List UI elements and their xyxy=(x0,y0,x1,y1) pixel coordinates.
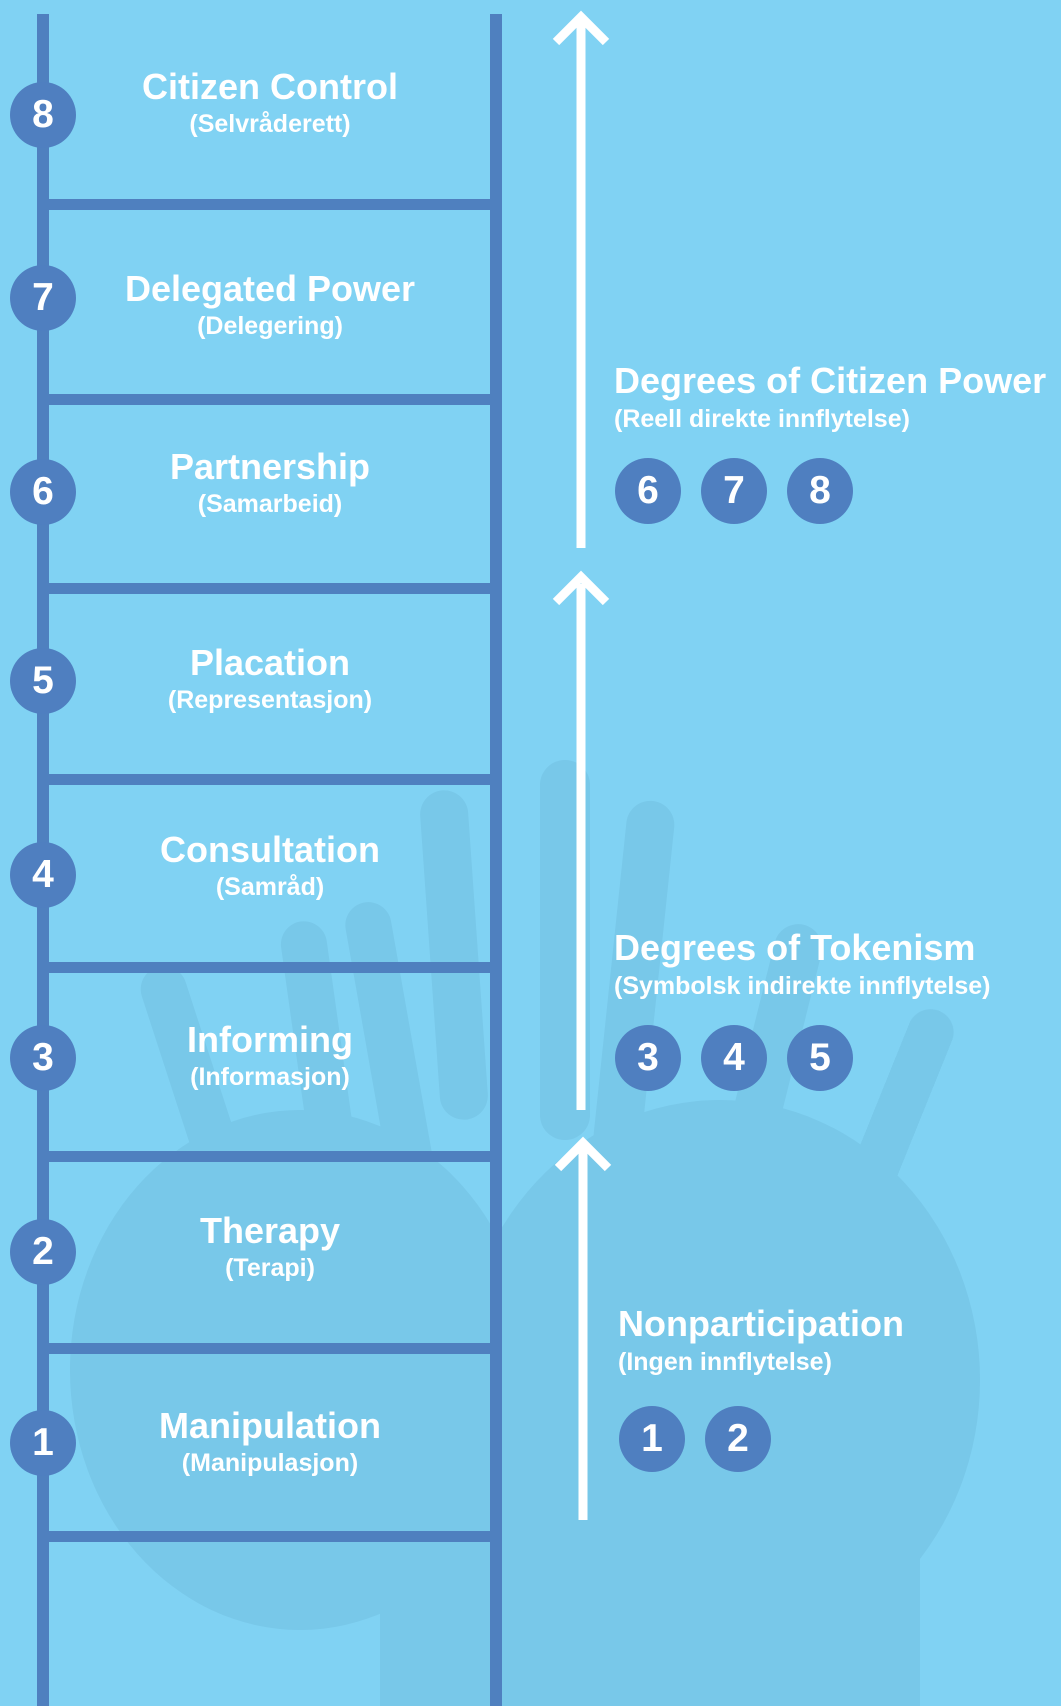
group-badge-3: 3 xyxy=(615,1025,681,1091)
step-number-badge-2: 2 xyxy=(10,1219,76,1285)
group-badges: 1 2 xyxy=(619,1406,904,1472)
group-title: Degrees of Citizen Power xyxy=(614,360,1047,401)
group-badge-7: 7 xyxy=(701,458,767,524)
group-badge-8: 8 xyxy=(787,458,853,524)
group-badge-4: 4 xyxy=(701,1025,767,1091)
group-badges: 6 7 8 xyxy=(615,458,1046,524)
ladder-rung xyxy=(43,583,496,594)
step-title: Placation xyxy=(189,642,351,683)
step-label-informing: Informing (Informasjon) xyxy=(60,1019,480,1093)
step-label-consultation: Consultation (Samråd) xyxy=(60,829,480,903)
step-subtitle: (Selvråderett) xyxy=(189,110,351,138)
group-badges: 3 4 5 xyxy=(615,1025,991,1091)
arrow-up-icon xyxy=(552,570,610,1110)
arrow-up-icon xyxy=(552,10,610,548)
step-title: Informing xyxy=(187,1019,353,1060)
step-title: Delegated Power xyxy=(124,268,416,309)
step-number-badge-8: 8 xyxy=(10,82,76,148)
step-subtitle: (Samråd) xyxy=(215,873,325,901)
group-subtitle: (Ingen innflytelse) xyxy=(618,1348,832,1376)
step-label-placation: Placation (Representasjon) xyxy=(60,642,480,716)
ladder-rung xyxy=(43,1151,496,1162)
step-number-badge-6: 6 xyxy=(10,459,76,525)
group-badge-6: 6 xyxy=(615,458,681,524)
group-nonparticipation: Nonparticipation (Ingen innflytelse) 1 2 xyxy=(618,1303,904,1472)
step-subtitle: (Manipulasjon) xyxy=(181,1449,359,1477)
step-number-badge-4: 4 xyxy=(10,842,76,908)
step-subtitle: (Representasjon) xyxy=(167,686,373,714)
step-subtitle: (Informasjon) xyxy=(190,1063,350,1091)
ladder-right-rail xyxy=(490,14,502,1706)
step-title: Citizen Control xyxy=(142,66,398,107)
arrow-up-icon xyxy=(554,1136,612,1520)
ladder-rung xyxy=(43,774,496,785)
ladder-rung xyxy=(43,962,496,973)
group-title: Degrees of Tokenism xyxy=(614,927,976,968)
step-label-citizen-control: Citizen Control (Selvråderett) xyxy=(60,66,480,140)
ladder-rung xyxy=(43,1531,496,1542)
step-number-badge-7: 7 xyxy=(10,265,76,331)
group-tokenism: Degrees of Tokenism (Symbolsk indirekte … xyxy=(614,927,991,1091)
ladder-rung xyxy=(43,199,496,210)
step-number-badge-1: 1 xyxy=(10,1410,76,1476)
group-badge-2: 2 xyxy=(705,1406,771,1472)
step-number-badge-3: 3 xyxy=(10,1025,76,1091)
group-subtitle: (Symbolsk indirekte innflytelse) xyxy=(614,972,991,1000)
step-title: Partnership xyxy=(169,446,371,487)
group-title: Nonparticipation xyxy=(618,1303,904,1344)
step-label-manipulation: Manipulation (Manipulasjon) xyxy=(60,1405,480,1479)
group-subtitle: (Reell direkte innflytelse) xyxy=(614,405,910,433)
step-label-delegated-power: Delegated Power (Delegering) xyxy=(60,268,480,342)
step-title: Therapy xyxy=(199,1210,341,1251)
step-label-partnership: Partnership (Samarbeid) xyxy=(60,446,480,520)
step-number-badge-5: 5 xyxy=(10,648,76,714)
step-title: Consultation xyxy=(160,829,380,870)
step-subtitle: (Delegering) xyxy=(197,312,343,340)
group-badge-1: 1 xyxy=(619,1406,685,1472)
ladder-rung xyxy=(43,394,496,405)
ladder-rung xyxy=(43,1343,496,1354)
step-title: Manipulation xyxy=(159,1405,381,1446)
step-subtitle: (Samarbeid) xyxy=(197,490,343,518)
step-subtitle: (Terapi) xyxy=(225,1254,315,1282)
step-label-therapy: Therapy (Terapi) xyxy=(60,1210,480,1284)
group-badge-5: 5 xyxy=(787,1025,853,1091)
group-citizen-power: Degrees of Citizen Power (Reell direkte … xyxy=(614,360,1046,524)
